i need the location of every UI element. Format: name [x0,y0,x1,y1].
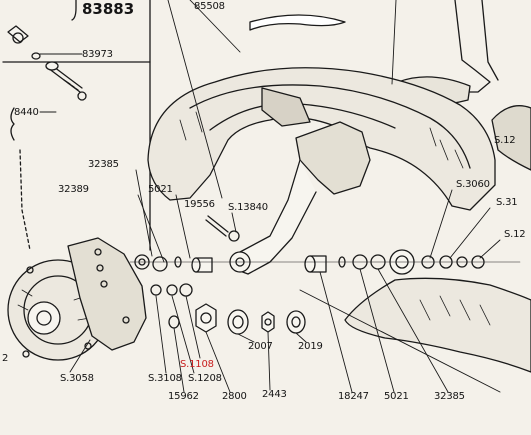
part-label-2800: 2800 [222,391,247,402]
washer-s3108 [150,284,162,296]
spacer-end [304,255,316,273]
leader-line [237,333,255,343]
part-label-2: 2 [2,353,9,364]
swing-arm [295,121,371,195]
dotted-guide [19,149,31,251]
bracket-brace [10,107,15,141]
nut-2800-bore [200,312,212,324]
leader-line [173,327,185,393]
mudguard-cutout [261,87,311,127]
washer-32389 [152,256,168,272]
mudguard-inner-contour [189,84,471,169]
part-label-83973: 83973 [82,49,113,60]
leader-line [319,271,353,393]
leader-line [391,0,397,85]
leader-line [359,268,395,393]
part-label-18247: 18247 [338,391,369,402]
leader-line [69,339,91,373]
small-bolt [7,25,29,43]
leader-line [449,207,491,259]
leader-line [479,239,501,259]
part-label-32389: 32389 [58,184,89,195]
part-label-S3058: S.3058 [60,373,94,384]
leader-line [189,0,241,53]
leader-line [185,295,201,359]
part-label-S31: S.31 [496,197,518,208]
washer [12,32,24,44]
mudguard-hatching [179,111,464,169]
brake-plate-stud [22,350,30,358]
bolt-head [45,61,59,71]
part-label-S3060: S.3060 [456,179,490,190]
mudguard-stay [249,14,346,31]
leader-line [167,0,223,199]
part-label-S13840: S.13840 [228,202,268,213]
washer-2007 [227,309,249,335]
screw-19556 [205,215,229,237]
lower-mudguard-section [344,277,531,373]
part-label-5021-top: 5021 [148,184,173,195]
part-label-S1208: S.1208 [188,373,222,384]
part-label-2019: 2019 [298,341,323,352]
leader-line [205,331,231,393]
part-label-15962: 15962 [168,391,199,402]
part-label-2443: 2443 [262,389,287,400]
leader-line [137,194,165,263]
brake-arm-hole [96,264,104,272]
leader-line [155,295,167,374]
leader-line [429,189,453,259]
part-label-S1108-highlighted: S.1108 [180,359,214,370]
part-label-19556: 19556 [184,199,215,210]
part-label-32385-bot: 32385 [434,391,465,402]
leader-line [267,331,271,391]
part-label-83883: 83883 [82,0,135,18]
part-label-32385-top: 32385 [88,159,119,170]
bolt-end-nut [77,91,87,101]
sleeve-end [191,257,201,273]
brake-arm-hole [94,248,102,256]
washer-15962 [168,315,180,329]
brake-arm [67,237,147,351]
leader-lines [39,0,501,393]
part-label-S3108: S.3108 [148,373,182,384]
part-label-8440: 8440 [14,107,39,118]
nut-s1108 [179,283,193,297]
brake-plate-stud [26,266,34,274]
leader-line [377,268,449,393]
washer-19556 [228,230,240,242]
brake-plate-bore [36,310,52,326]
nut-2443-bore [264,318,272,326]
bolt-thread [63,79,79,91]
top-bracket-mark [71,0,77,21]
leader-line [299,289,501,393]
brake-arm-hole [122,316,130,324]
leader-line [175,194,191,259]
brake-plate-hatching [17,289,91,321]
leader-line [295,332,307,343]
part-label-S12-right: S.12 [504,229,526,240]
right-edge-bracket [491,105,531,171]
nut-2800 [195,303,217,333]
part-label-S12-top: S.12 [494,135,516,146]
part-label-5021-bot: 5021 [384,391,409,402]
nut [31,52,41,60]
mudguard-body [147,67,496,211]
part-label-2007: 2007 [248,341,273,352]
part-label-85508: 85508 [194,1,225,12]
brake-arm-hole [100,280,108,288]
lower-mudguard-hatching [419,295,491,326]
leader-line [171,295,195,374]
leader-line [135,169,153,257]
leader-line [231,212,237,233]
brake-plate-hub [27,301,61,335]
nut-2019-bore [291,316,301,328]
washer-2007-bore [232,315,244,329]
nut-2443 [261,311,275,333]
nut-2019 [286,310,306,334]
washer-s1208 [166,284,178,296]
